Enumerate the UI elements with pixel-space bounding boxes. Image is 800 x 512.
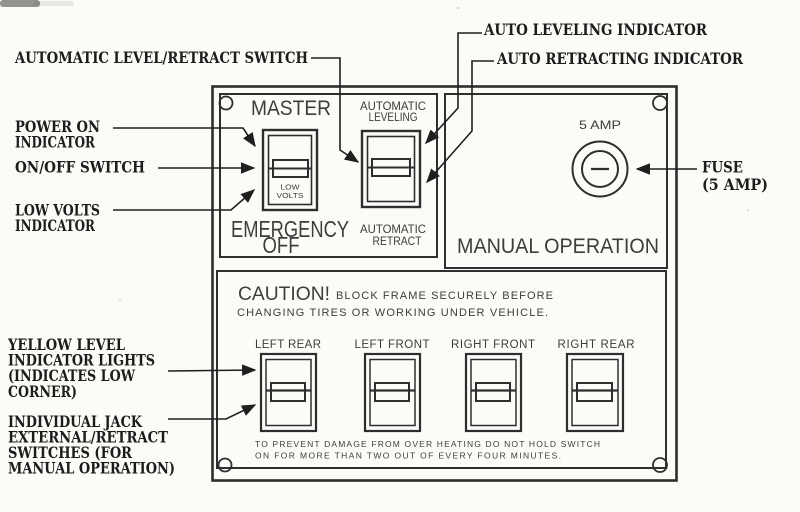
leader-lines — [113, 32, 697, 420]
leader-power-on-indicator — [113, 127, 256, 148]
leader-auto-leveling-indicator — [425, 32, 482, 145]
jack-switch-bezel — [259, 352, 318, 433]
screw-hole-bottom-right — [652, 457, 668, 473]
caution-title: CAUTION! — [238, 284, 330, 305]
fuse-cap — [581, 150, 619, 188]
screw-hole-top-right — [652, 95, 668, 111]
overheat-warning-line1: TO PREVENT DAMAGE FROM OVER HEATING DO N… — [255, 439, 600, 449]
auto-switch-face — [366, 135, 416, 203]
leader-auto-retracting-indicator — [426, 60, 494, 184]
callout-fuse-line1: FUSE — [702, 158, 743, 177]
callout-yellow-level-line4: CORNER) — [8, 382, 77, 401]
callout-auto-leveling-indicator: AUTO LEVELING INDICATOR — [483, 20, 707, 39]
master-switch-volts-label: VOLTS — [277, 193, 304, 200]
master-on-off-switch — [261, 128, 319, 212]
master-switch-face — [267, 134, 313, 206]
jack-switch-rocker — [475, 382, 511, 402]
callout-individual-jack-line4: MANUAL OPERATION) — [8, 459, 175, 478]
jack-switch-left-front — [363, 352, 422, 433]
scan-artifact-smudge — [0, 0, 749, 301]
jack-switch-bezel — [363, 352, 422, 433]
caution-section-border — [216, 270, 667, 469]
leader-auto-switch — [311, 57, 360, 163]
auto-leveling-label-line1: AUTOMATIC — [360, 101, 426, 113]
callout-power-on-line2: INDICATOR — [15, 133, 96, 152]
master-switch-low-label: LOW — [281, 185, 300, 192]
callout-fuse-line2: (5 AMP) — [702, 175, 768, 194]
callout-on-off-switch: ON/OFF SWITCH — [15, 158, 145, 177]
callout-yellow-level-line2: INDICATOR LIGHTS — [8, 351, 155, 370]
jack-switch-bezel — [464, 352, 523, 433]
callout-yellow-level-line3: (INDICATES LOW — [8, 366, 136, 385]
fuse-outer-ring — [571, 140, 629, 198]
jack-switch-face — [571, 358, 619, 427]
emergency-off-line1: EMERGENCY — [231, 216, 349, 242]
jack-switch-rocker — [374, 382, 410, 402]
callout-power-on-line1: POWER ON — [15, 117, 100, 136]
auto-switch-bezel — [360, 129, 422, 209]
auto-retract-label-line1: AUTOMATIC — [360, 224, 426, 236]
screw-holes — [217, 95, 668, 473]
master-switch-bezel — [261, 128, 319, 212]
manual-operation-title: MANUAL OPERATION — [457, 235, 659, 258]
jack-label-left-front: LEFT FRONT — [355, 339, 430, 351]
callout-labels: AUTOMATIC LEVEL/RETRACT SWITCH AUTO LEVE… — [7, 20, 768, 478]
auto-leveling-label-line2: LEVELING — [369, 112, 418, 124]
caution-text-line1: BLOCK FRAME SECURELY BEFORE — [336, 290, 553, 302]
callout-low-volts-line2: INDICATOR — [15, 216, 96, 235]
emergency-off-line2: OFF — [263, 232, 300, 258]
auto-retract-label-line2: RETRACT — [373, 236, 422, 248]
jack-switch-face — [470, 358, 517, 427]
master-title: MASTER — [251, 97, 331, 120]
manual-section-border — [444, 93, 668, 269]
jack-switch-right-rear — [565, 352, 625, 433]
jack-switch-face — [265, 358, 312, 427]
callout-individual-jack-line1: INDIVIDUAL JACK — [8, 412, 143, 431]
automatic-level-retract-switch — [360, 129, 422, 209]
callout-low-volts-line1: LOW VOLTS — [15, 201, 100, 220]
screw-hole-bottom-left — [217, 457, 233, 473]
jack-switch-left-rear — [259, 352, 318, 433]
screw-hole-top-left — [218, 95, 234, 111]
leader-low-volts-indicator — [113, 189, 256, 211]
callout-individual-jack-line2: EXTERNAL/RETRACT — [8, 428, 168, 447]
callout-auto-retracting-indicator: AUTO RETRACTING INDICATOR — [496, 49, 743, 68]
jack-label-right-front: RIGHT FRONT — [451, 339, 535, 351]
jack-label-right-rear: RIGHT REAR — [558, 339, 635, 351]
fuse — [571, 140, 629, 198]
callout-automatic-level-retract-switch: AUTOMATIC LEVEL/RETRACT SWITCH — [14, 48, 308, 67]
jack-switch-right-front — [464, 352, 523, 433]
panel-lettering: MASTER AUTOMATIC LEVELING LOW VOLTS EMER… — [231, 97, 659, 461]
jack-switch-rocker — [576, 382, 613, 402]
callout-yellow-level-line1: YELLOW LEVEL — [7, 335, 125, 354]
callout-individual-jack-line3: SWITCHES (FOR — [8, 443, 133, 462]
overheat-warning-line2: ON FOR MORE THAN TWO OUT OF EVERY FOUR M… — [255, 451, 561, 461]
jack-label-left-rear: LEFT REAR — [255, 339, 321, 351]
leader-jack-switches — [168, 404, 257, 420]
jack-switch-bezel — [565, 352, 625, 433]
panel-outer-border — [211, 85, 678, 482]
jack-switch-rocker — [270, 382, 306, 402]
jack-switch-face — [369, 358, 416, 427]
caution-text-line2: CHANGING TIRES OR WORKING UNDER VEHICLE. — [237, 307, 548, 319]
fuse-rating-label: 5 AMP — [579, 120, 621, 132]
leader-yellow-level-lights — [167, 364, 257, 376]
